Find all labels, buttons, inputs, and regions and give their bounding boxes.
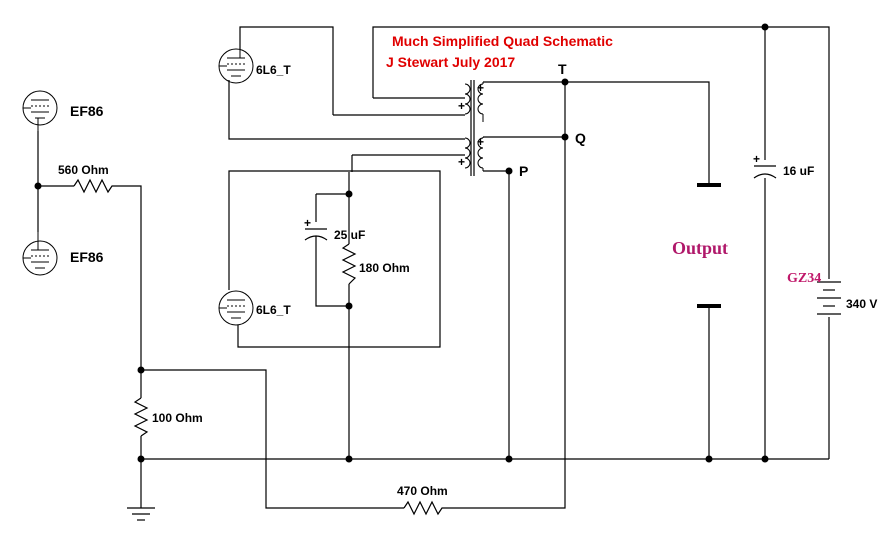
capacitor-16uf-label: 16 uF	[783, 164, 814, 178]
output-terminal-plates	[697, 183, 721, 308]
transformer-dot-2: +	[458, 99, 465, 113]
resistor-560-label: 560 Ohm	[58, 163, 109, 177]
capacitor-25uf-icon	[304, 228, 328, 241]
6l6-top-label: 6L6_T	[256, 63, 291, 77]
resistor-180-label: 180 Ohm	[359, 261, 410, 275]
capacitor-16uf-polarity: +	[753, 152, 760, 166]
6l6-top-tube-icon	[218, 48, 254, 84]
ef86-bottom-tube-icon	[22, 232, 58, 276]
transformer-dot-3: +	[477, 135, 484, 149]
battery-icon	[817, 281, 841, 315]
resistor-560-icon	[73, 178, 116, 194]
transformer-dot-1: +	[477, 81, 484, 95]
ef86-top-tube-icon	[22, 90, 58, 131]
capacitor-25uf-polarity: +	[304, 216, 311, 230]
ground-icon	[127, 507, 155, 521]
resistor-180-icon	[341, 243, 357, 285]
capacitor-16uf-icon	[753, 165, 777, 179]
6l6-bottom-tube-icon	[218, 290, 254, 326]
tap-t-label: T	[558, 61, 567, 77]
battery-voltage-label: 340 V	[846, 297, 877, 311]
ef86-top-label: EF86	[70, 103, 104, 119]
output-label: Output	[672, 238, 728, 258]
transformer-dot-4: +	[458, 155, 465, 169]
tap-p-label: P	[519, 163, 528, 179]
output-transformer-icon	[464, 80, 484, 176]
tap-q-label: Q	[575, 130, 586, 146]
resistor-100-label: 100 Ohm	[152, 411, 203, 425]
resistor-470-label: 470 Ohm	[397, 484, 448, 498]
6l6-bottom-label: 6L6_T	[256, 303, 291, 317]
junction-dots	[34, 23, 769, 463]
ef86-bottom-label: EF86	[70, 249, 104, 265]
author-date-line: J Stewart July 2017	[386, 54, 515, 70]
rectifier-label: GZ34	[787, 271, 821, 286]
circuit-wires	[37, 26, 830, 509]
resistor-100-icon	[133, 397, 149, 437]
schematic-title: Much Simplified Quad Schematic	[392, 33, 613, 49]
capacitor-25uf-label: 25 uF	[334, 228, 365, 242]
resistor-470-icon	[403, 500, 446, 516]
